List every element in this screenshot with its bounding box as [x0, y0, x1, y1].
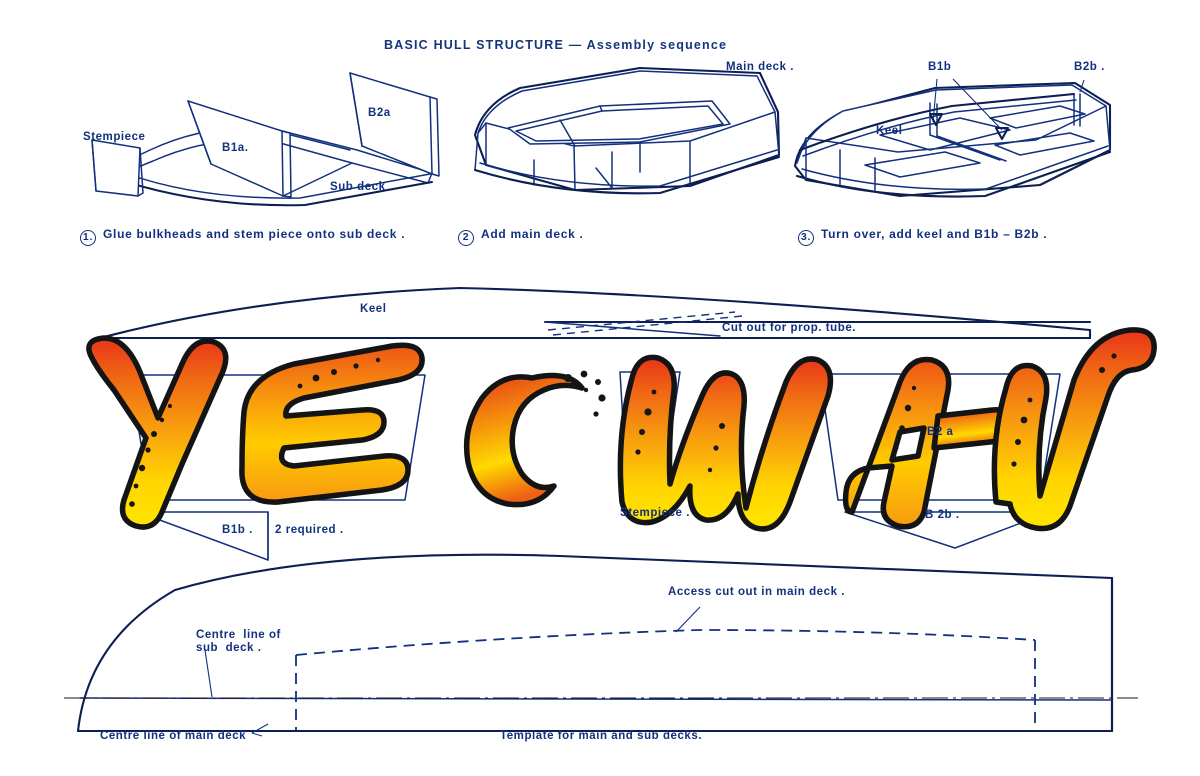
deck-template-drawing [64, 553, 1138, 737]
letter-n [991, 327, 1157, 532]
letter-o [463, 370, 606, 508]
label-b2b-step3: B2b . [1074, 61, 1105, 73]
label-prop-tube-cutout: Cut out for prop. tube. [722, 322, 857, 334]
label-keel-step3: Keel [876, 125, 903, 137]
letter-e [239, 342, 425, 505]
yeoman-graffiti-artwork [62, 316, 1172, 541]
step-3-caption-text: Turn over, add keel and B1b – B2b . [821, 227, 1048, 241]
step-2-caption-text: Add main deck . [481, 227, 584, 241]
step-3-number: 3. [798, 230, 814, 246]
page-title: BASIC HULL STRUCTURE — Assembly sequence [384, 38, 728, 52]
step-1-caption: 1. Glue bulkheads and stem piece onto sub… [80, 227, 405, 246]
step-3-caption: 3. Turn over, add keel and B1b – B2b . [798, 227, 1047, 246]
label-b1a-step1: B1a. [222, 142, 249, 154]
label-b2a-template: B2 a [927, 426, 954, 438]
label-stempiece-template: Stempiece . [620, 507, 690, 519]
label-main-deck-step2: Main deck . [726, 61, 795, 73]
letter-a [842, 356, 1015, 530]
label-keel-profile: Keel [360, 303, 387, 315]
step2-drawing [473, 66, 781, 195]
label-b1b-step3: B1b [928, 61, 952, 73]
label-b1b-template: B1b . [222, 524, 253, 536]
label-b2a-step1: B2a [368, 107, 391, 119]
label-b2b-template: B 2b . [925, 509, 960, 521]
label-sub-deck-step1: Sub deck [330, 181, 386, 193]
deck-template-caption: Template for main and sub decks. [500, 730, 703, 742]
label-centre-line-main-deck: Centre line of main deck [100, 730, 247, 742]
keel-profile-drawing [98, 286, 1092, 340]
label-b1b-quantity: 2 required . [275, 524, 344, 536]
step3-drawing [793, 78, 1112, 198]
label-access-cutout: Access cut out in main deck . [668, 586, 846, 598]
step1-drawing [91, 72, 440, 207]
step-1-caption-text: Glue bulkheads and stem piece onto sub d… [103, 227, 406, 241]
letter-m [617, 354, 834, 532]
step-1-number: 1. [80, 230, 96, 246]
letter-y [86, 335, 229, 530]
step-2-caption: 2 Add main deck . [458, 227, 584, 246]
step-2-number: 2 [458, 230, 474, 246]
label-centre-line-sub-deck: Centre line of sub deck . [196, 629, 281, 654]
label-stempiece-step1: Stempiece [83, 131, 146, 143]
